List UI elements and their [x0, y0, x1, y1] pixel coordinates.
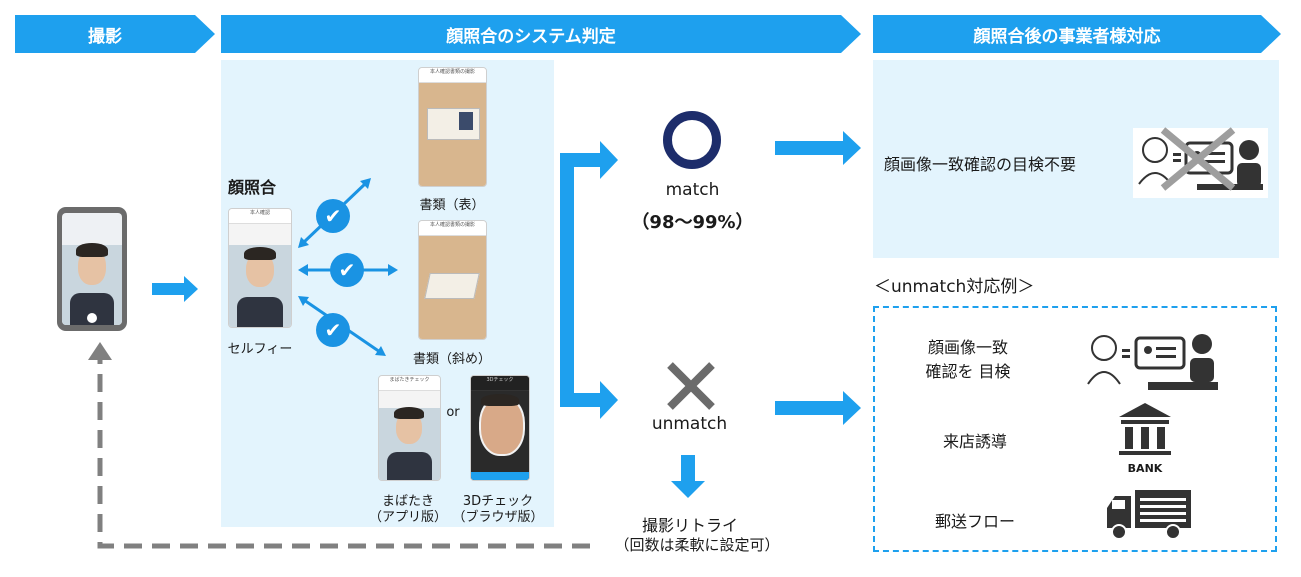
- match-action-text: 顔画像一致確認の目検不要: [884, 155, 1077, 174]
- visual-check-text-1: 顔画像一致: [927, 338, 1008, 357]
- banner-capture-label: 撮影: [88, 26, 122, 47]
- selfie-label: セルフィー: [227, 342, 293, 357]
- retry-line2: （回数は柔軟に設定可）: [614, 536, 780, 554]
- banner-after-label: 顔照合後の事業者様対応: [973, 26, 1161, 47]
- bank-icon: [1119, 403, 1171, 455]
- doc-front-phone: 本人確認書類の撮影: [418, 67, 487, 187]
- check3d-label-2: （ブラウザ版）: [452, 510, 544, 525]
- unmatch-actions-box: [873, 306, 1277, 552]
- unmatch-cross-icon: [667, 362, 715, 410]
- arrow-capture-to-match: [152, 276, 198, 302]
- no-visual-check-icon: [1133, 127, 1268, 198]
- visual-check-icon: [1087, 334, 1218, 390]
- banner-capture: 撮影: [15, 15, 215, 53]
- truck-icon: [1107, 490, 1191, 540]
- doc-front-label: 書類（表）: [419, 198, 485, 213]
- check3d-phone: 3Dチェック: [470, 375, 530, 481]
- doc-angle-label: 書類（斜め）: [412, 352, 491, 367]
- selfie-phone: 本人確認: [228, 208, 292, 328]
- check-icon-angle: ✔: [330, 253, 364, 287]
- unmatch-example-title: ＜unmatch対応例＞: [874, 277, 1035, 297]
- bank-label: BANK: [1127, 462, 1163, 475]
- visual-check-text-2: 確認を 目検: [925, 362, 1011, 381]
- match-circle-icon: [663, 111, 721, 169]
- banner-system: 顔照合のシステム判定: [221, 15, 861, 53]
- blink-label-1: まばたき: [381, 494, 434, 509]
- check-icon-liveness: ✔: [316, 313, 350, 347]
- unmatch-label: unmatch: [651, 414, 728, 434]
- retry-line1: 撮影リトライ: [641, 516, 738, 535]
- or-label: or: [446, 405, 460, 420]
- banner-system-label: 顔照合のシステム判定: [446, 26, 616, 47]
- banner-after: 顔照合後の事業者様対応: [873, 15, 1281, 53]
- face-match-heading: 顔照合: [228, 178, 277, 197]
- blink-phone: まばたきチェック: [378, 375, 441, 481]
- capture-phone: [57, 207, 127, 331]
- store-visit-text: 来店誘導: [942, 432, 1007, 451]
- check-icon-front: ✔: [316, 199, 350, 233]
- match-percent: （98〜99%）: [631, 212, 754, 233]
- check3d-label-1: 3Dチェック: [462, 494, 534, 509]
- blink-label-2: （アプリ版）: [368, 510, 447, 525]
- mail-flow-text: 郵送フロー: [934, 512, 1015, 531]
- doc-angle-phone: 本人確認書類の撮影: [418, 220, 487, 340]
- match-label: match: [665, 180, 720, 200]
